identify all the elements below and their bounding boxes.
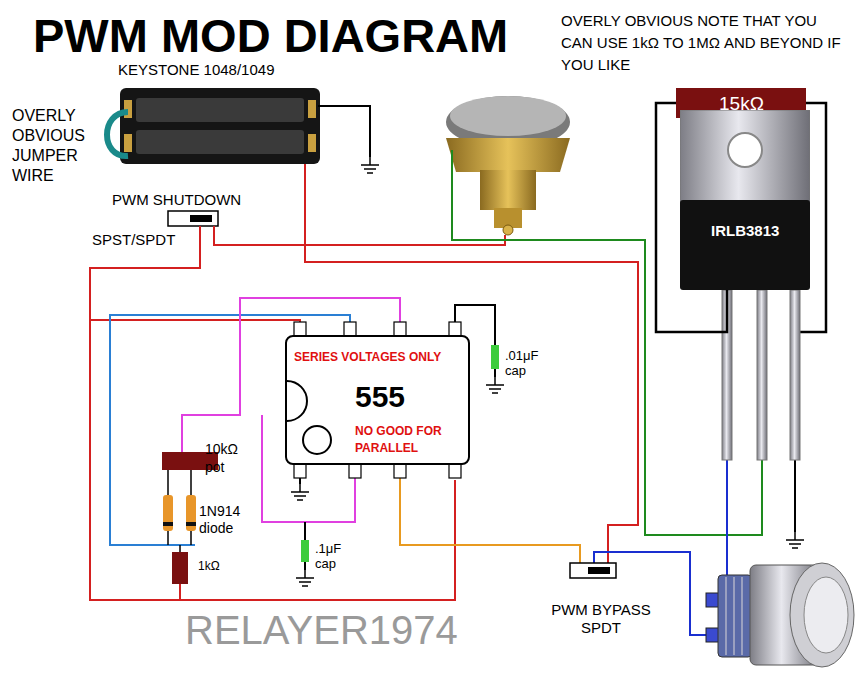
capacitor-symbol bbox=[301, 540, 309, 562]
note-text: OVERLY OBVIOUS NOTE THAT YOU CAN USE 1kΩ… bbox=[561, 10, 851, 76]
part-label: KEYSTONE 1048/1049 bbox=[118, 61, 275, 79]
switch-label: PWM BYPASS SPDT bbox=[535, 601, 667, 637]
capacitor-symbol bbox=[491, 345, 499, 369]
watermark: RELAYER1974 bbox=[185, 606, 458, 654]
node-label: IRLB3813 bbox=[711, 222, 779, 240]
chip-note: SERIES VOLTAGES ONLY bbox=[294, 350, 441, 364]
note-text: OVERLY OBVIOUS JUMPER WIRE bbox=[12, 106, 100, 186]
part-label: 10kΩ pot bbox=[205, 440, 245, 476]
part-label: .01μF cap bbox=[505, 348, 549, 378]
chip-555: SERIES VOLTAGES ONLY 555 NO GOOD FOR PARAL… bbox=[285, 335, 470, 465]
wiring bbox=[90, 103, 826, 635]
slide-switch bbox=[168, 211, 218, 226]
switch-label: SPST/SPDT bbox=[92, 231, 175, 249]
chip-number: 555 bbox=[355, 379, 405, 415]
jumper-wire bbox=[107, 112, 128, 156]
part-label: .1μF cap bbox=[315, 541, 355, 571]
ground-wire bbox=[318, 106, 370, 157]
battery-holder bbox=[120, 88, 320, 164]
push-button bbox=[706, 563, 854, 667]
part-label: 1kΩ bbox=[198, 559, 220, 573]
chip-note: NO GOOD FOR PARALLEL bbox=[355, 423, 467, 457]
tailcap-switch bbox=[446, 96, 570, 235]
resistor-symbol bbox=[172, 552, 188, 584]
switch-label: PWM SHUTDOWN bbox=[112, 191, 241, 209]
mosfet-body: IRLB3813 bbox=[680, 110, 810, 290]
part-label: 1N914 diode bbox=[199, 503, 245, 537]
diode-symbol bbox=[163, 495, 196, 531]
diagram-title: PWM MOD DIAGRAM bbox=[33, 8, 508, 64]
mosfet-outline bbox=[680, 110, 810, 290]
slide-switch bbox=[570, 563, 616, 578]
mosfet-leads bbox=[722, 290, 800, 460]
